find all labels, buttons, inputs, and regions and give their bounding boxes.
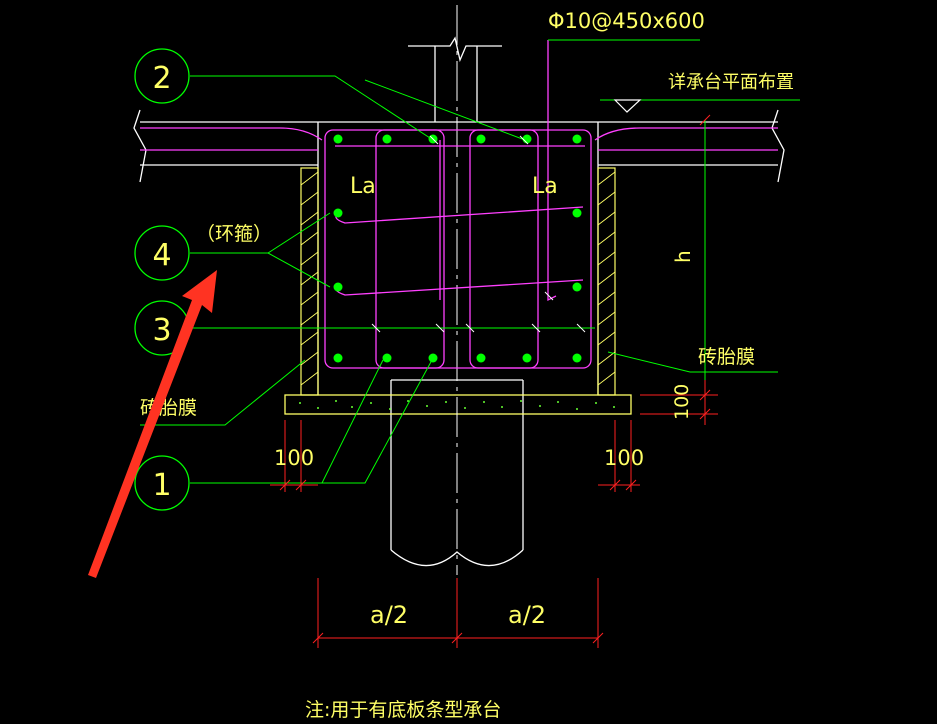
dim-100-left-label: 100 <box>274 446 314 470</box>
la-left-label: La <box>350 174 376 199</box>
top-note-label: Φ10@450x600 <box>548 9 705 33</box>
structure-outlines <box>133 36 785 567</box>
dim-100-right-label: 100 <box>604 446 644 470</box>
blinding-layer <box>284 394 632 415</box>
brick-mould-right <box>597 167 616 396</box>
callout-2-label: 2 <box>152 61 171 96</box>
platform-note-label: 详承台平面布置 <box>668 72 794 93</box>
annotation-arrow <box>88 270 217 578</box>
callout-1: 1 <box>134 455 190 511</box>
callout-4: 4 <box>134 225 190 281</box>
height-label: h <box>671 250 695 263</box>
callout-3-label: 3 <box>152 313 171 348</box>
dim-100-vert-label: 100 <box>671 384 693 420</box>
rebar-dots <box>333 134 582 363</box>
level-mark <box>613 99 642 113</box>
callout-4-label: 4 <box>152 238 171 273</box>
hoop-label: （环箍） <box>196 223 272 245</box>
la-right-label: La <box>532 174 558 199</box>
callout-1-label: 1 <box>152 468 171 503</box>
dimension-lines <box>270 114 718 648</box>
callout-2: 2 <box>134 48 190 104</box>
half-left-label: a/2 <box>370 601 408 629</box>
brick-right-label: 砖胎膜 <box>698 346 755 368</box>
half-right-label: a/2 <box>508 601 546 629</box>
rebar-ticks <box>371 135 586 333</box>
footnote-label: 注:用于有底板条型承台 <box>305 699 501 721</box>
leader-lines <box>140 39 800 484</box>
